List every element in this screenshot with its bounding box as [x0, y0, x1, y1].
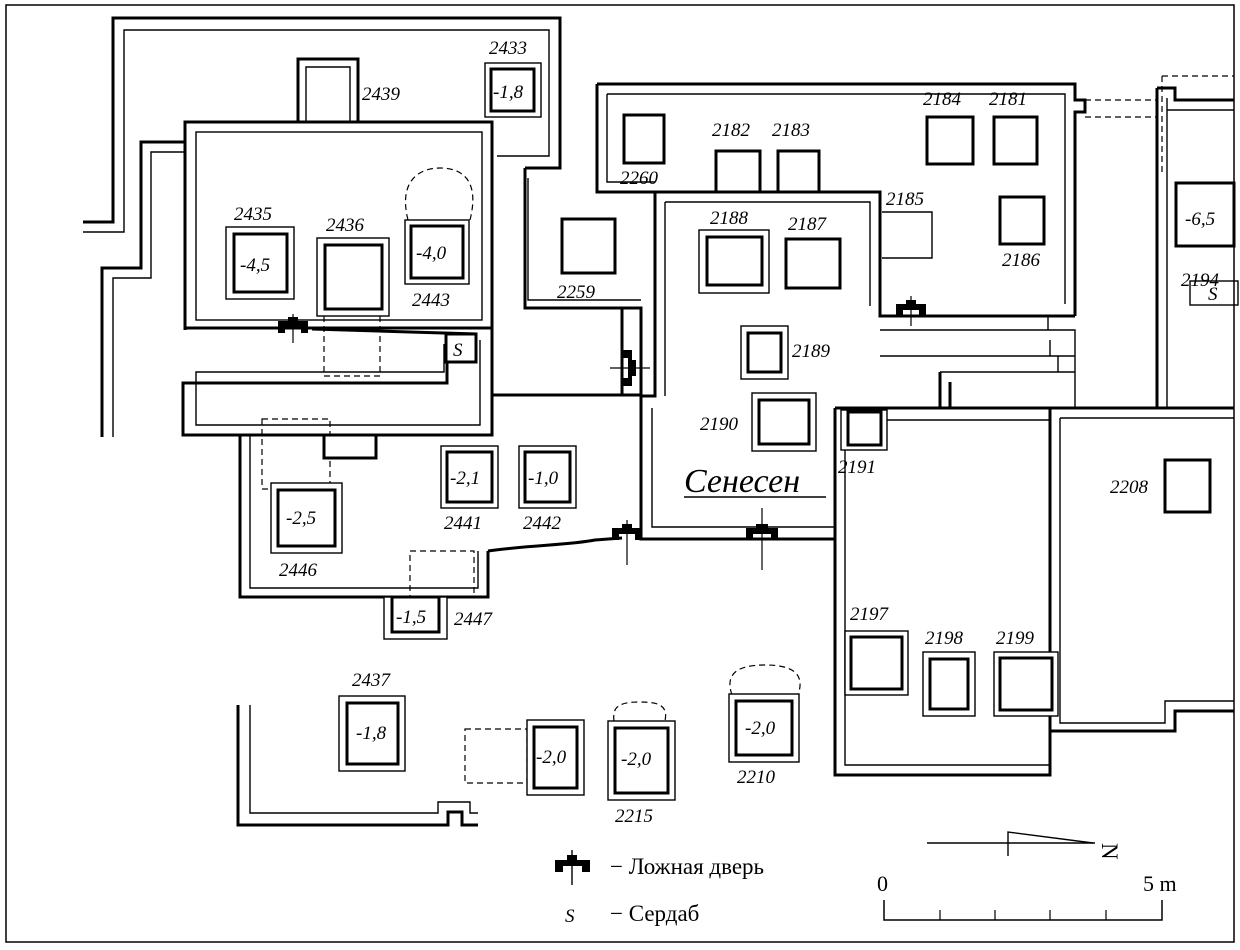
- legend-false-door: − Ложная дверь: [610, 854, 764, 879]
- label-2259: 2259: [557, 282, 596, 303]
- false-door-icon: [555, 850, 590, 885]
- serdab-mark: S: [1208, 284, 1218, 305]
- label-2215: 2215: [615, 806, 653, 827]
- depth-2215: -2,0: [621, 749, 652, 770]
- scale-end: 5 m: [1143, 871, 1177, 896]
- label-2437: 2437: [352, 670, 392, 691]
- depth-2210: -2,0: [745, 718, 776, 739]
- scale-bar: 0 5 m: [877, 871, 1177, 921]
- senesen-mastaba-walls: [523, 82, 1087, 541]
- plain-shafts: [322, 113, 1212, 514]
- label-2189: 2189: [792, 341, 831, 362]
- depth-shaft-2000: -2,0: [536, 747, 567, 768]
- false-door-icon: [746, 508, 778, 570]
- label-2194: 2194: [1181, 270, 1220, 291]
- north-arrow: N: [927, 831, 1122, 860]
- label-2186: 2186: [1002, 250, 1041, 271]
- legend: − Ложная дверь S − Сердаб: [555, 850, 764, 927]
- label-2191: 2191: [838, 457, 876, 478]
- label-2439: 2439: [362, 84, 401, 105]
- label-2190: 2190: [700, 414, 739, 435]
- label-2446: 2446: [279, 560, 318, 581]
- depth-2446: -2,5: [286, 508, 316, 529]
- label-2198: 2198: [925, 628, 964, 649]
- false-door-icon: [278, 314, 308, 343]
- label-2183: 2183: [772, 120, 810, 141]
- label-2436: 2436: [326, 215, 365, 236]
- mastaba-title: Сенесен: [684, 463, 800, 500]
- shaft-labels: 2433 2439 2435 2436 2443 2259 2260 2182 …: [234, 38, 1220, 827]
- label-2197: 2197: [850, 604, 890, 625]
- label-2199: 2199: [996, 628, 1035, 649]
- false-door-icon: [896, 296, 926, 326]
- map-frame: [5, 4, 1235, 943]
- depth-2435: -4,5: [240, 255, 270, 276]
- label-2447: 2447: [454, 609, 494, 630]
- depth-2437: -1,8: [356, 723, 387, 744]
- false-door-icon: [612, 520, 642, 565]
- depth-2442: -1,0: [528, 468, 559, 489]
- label-2184: 2184: [923, 89, 962, 110]
- label-2187: 2187: [788, 214, 828, 235]
- south-west-walls: [236, 705, 478, 827]
- depth-2194: -6,5: [1185, 209, 1215, 230]
- false-door-icon: [610, 350, 650, 386]
- depth-2441: -2,1: [450, 468, 480, 489]
- legend-serdab-symbol: S: [565, 906, 575, 927]
- label-2210: 2210: [737, 767, 776, 788]
- label-2441: 2441: [444, 513, 482, 534]
- label-2185: 2185: [886, 189, 924, 210]
- label-2433: 2433: [489, 38, 527, 59]
- western-enclosure-walls: [83, 16, 640, 599]
- serdab-mark: S: [453, 340, 463, 361]
- depth-2443: -4,0: [416, 243, 447, 264]
- false-doors: [278, 296, 926, 570]
- north-label: N: [1097, 843, 1122, 860]
- label-2188: 2188: [710, 208, 749, 229]
- label-2260: 2260: [620, 168, 659, 189]
- label-2442: 2442: [523, 513, 562, 534]
- scale-start: 0: [877, 871, 888, 896]
- label-2435: 2435: [234, 204, 272, 225]
- depth-2447: -1,5: [396, 607, 426, 628]
- label-2182: 2182: [712, 120, 751, 141]
- label-2443: 2443: [412, 290, 450, 311]
- depth-2433: -1,8: [493, 82, 524, 103]
- cased-shafts: [225, 62, 1236, 801]
- serdab-boxes: [444, 280, 1239, 364]
- depth-labels: -1,8 -4,5 -4,0 -6,5 -2,1 -1,0 -2,5 -1,5 …: [240, 82, 1215, 770]
- legend-serdab: − Сердаб: [610, 901, 699, 926]
- label-2208: 2208: [1110, 477, 1149, 498]
- label-2181: 2181: [989, 89, 1027, 110]
